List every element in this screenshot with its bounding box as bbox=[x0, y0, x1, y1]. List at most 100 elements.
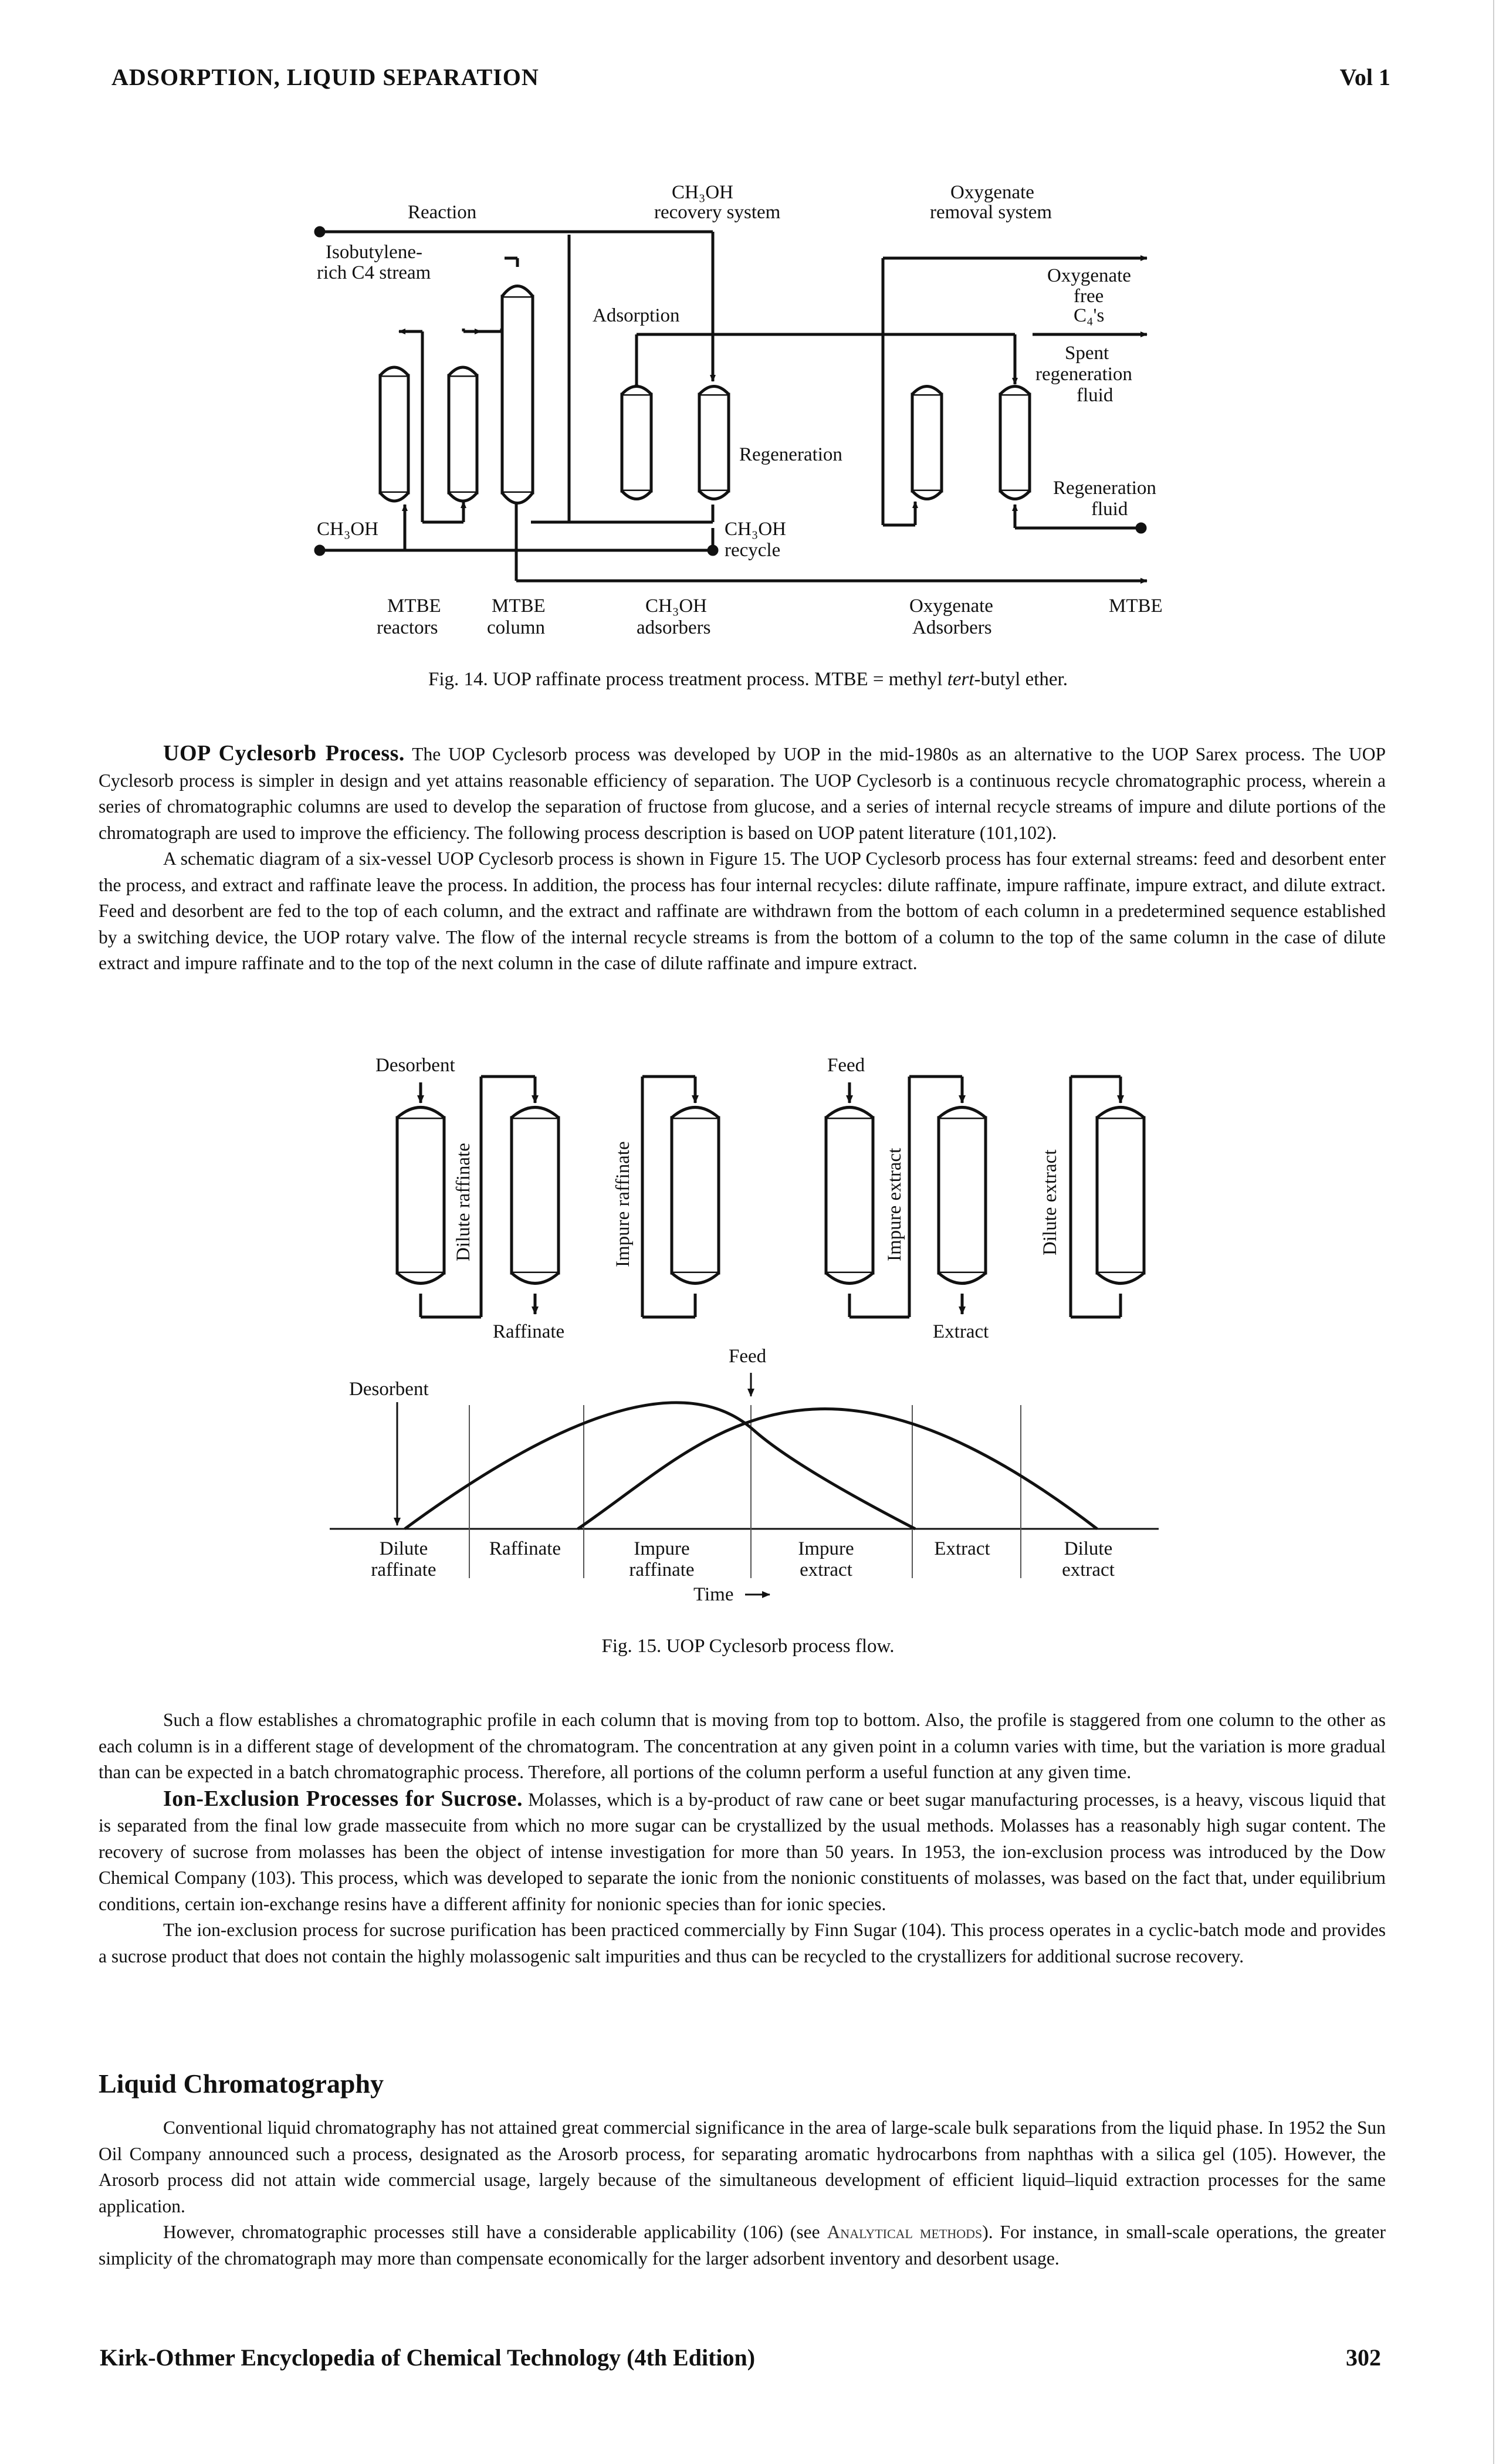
paragraph-cyclesorb-intro: UOP Cyclesorb Process. The UOP Cyclesorb… bbox=[99, 740, 1386, 846]
paragraph-arosorb: Conventional liquid chromatography has n… bbox=[99, 2117, 1386, 2216]
mtbe-reactor-1 bbox=[378, 365, 410, 503]
paragraph-finn-sugar: The ion-exclusion process for sucrose pu… bbox=[99, 1920, 1386, 1967]
paragraph-profile: Such a flow establishes a chromatographi… bbox=[99, 1710, 1386, 1782]
runin-heading-ion-exclusion: Ion-Exclusion Processes for Sucrose. bbox=[163, 1786, 523, 1811]
body-section-cyclesorb: UOP Cyclesorb Process. The UOP Cyclesorb… bbox=[99, 740, 1386, 977]
label-adsorption: Adsorption bbox=[593, 305, 680, 326]
label-ch3oh-feed: CH₃OH bbox=[317, 519, 378, 540]
label-feed-profile: Feed bbox=[729, 1346, 767, 1367]
label-reaction: Reaction bbox=[408, 202, 476, 223]
label-oxygenate-free: Oxygenate bbox=[1047, 265, 1131, 286]
label-adsorbers: adsorbers bbox=[637, 617, 710, 638]
label-regeneration-fluid-2: fluid bbox=[1091, 499, 1128, 520]
label-oxy-adsorbers: Adsorbers bbox=[912, 617, 992, 638]
label-mtbe-column: MTBE bbox=[492, 595, 546, 617]
svg-text:extract: extract bbox=[800, 1559, 852, 1580]
label-time: Time bbox=[693, 1584, 733, 1605]
label-column: column bbox=[487, 617, 545, 638]
label-desorbent-profile: Desorbent bbox=[349, 1379, 429, 1400]
label-ch3oh-adsorbers: CH₃OH bbox=[645, 595, 707, 617]
label-dilute-extract-vertical: Dilute extract bbox=[1040, 1149, 1061, 1255]
label-desorbent-top: Desorbent bbox=[375, 1055, 455, 1076]
label-extract: Extract bbox=[933, 1321, 989, 1342]
label-ch3oh-recovery: CH₃OH bbox=[672, 182, 733, 203]
body-section-profile: Such a flow establishes a chromatographi… bbox=[99, 1707, 1386, 1969]
applicability-text-start: However, chromatographic processes still… bbox=[163, 2222, 827, 2242]
label-raffinate: Raffinate bbox=[493, 1321, 564, 1342]
paragraph-cyclesorb-text: The UOP Cyclesorb process was developed … bbox=[99, 744, 1386, 843]
label-regeneration: Regeneration bbox=[739, 444, 842, 465]
label-rich-c4-stream: rich C4 stream bbox=[317, 262, 431, 283]
applicability-text-end: ). For instance, in small-scale operatio… bbox=[99, 2222, 1386, 2269]
figure-15-diagram: Desorbent Feed Raffinate Extract Dilute … bbox=[330, 1055, 1159, 1605]
oxygenate-adsorber-1 bbox=[911, 385, 943, 500]
svg-text:Dilute: Dilute bbox=[380, 1538, 428, 1559]
label-spent-fluid: fluid bbox=[1077, 385, 1113, 406]
body-section-liquid-chromatography: Conventional liquid chromatography has n… bbox=[99, 2115, 1386, 2272]
caption-14-italic: tert bbox=[947, 669, 974, 690]
label-spent-regeneration: regeneration bbox=[1035, 364, 1132, 385]
label-impure-raffinate-vertical: Impure raffinate bbox=[612, 1141, 634, 1267]
header-title: ADSORPTION, LIQUID SEPARATION bbox=[111, 64, 539, 90]
label-ch3oh-recycle: CH₃OH bbox=[725, 519, 786, 540]
label-feed-top: Feed bbox=[827, 1055, 865, 1076]
label-free: free bbox=[1074, 286, 1104, 307]
label-oxygenate-adsorbers: Oxygenate bbox=[909, 595, 993, 617]
page-edge-rule bbox=[1493, 0, 1494, 2464]
header-volume: Vol 1 bbox=[1339, 64, 1390, 90]
svg-text:Impure: Impure bbox=[634, 1538, 689, 1559]
section-heading-liquid-chromatography: Liquid Chromatography bbox=[99, 2069, 384, 2099]
profile-curve-extract bbox=[577, 1407, 1098, 1531]
label-reactors: reactors bbox=[377, 617, 438, 638]
label-spent: Spent bbox=[1065, 343, 1109, 364]
svg-text:Impure: Impure bbox=[798, 1538, 854, 1559]
label-mtbe-reactors: MTBE bbox=[387, 595, 441, 617]
label-removal-system: removal system bbox=[930, 202, 1052, 223]
mtbe-column-vessel bbox=[500, 285, 534, 505]
label-c4s: C₄'s bbox=[1074, 305, 1104, 326]
figure-14-diagram: Reaction CH₃OH recovery system Oxygenate… bbox=[314, 182, 1163, 638]
label-impure-extract-vertical: Impure extract bbox=[884, 1148, 905, 1261]
paragraph-cyclesorb-schematic: A schematic diagram of a six-vessel UOP … bbox=[99, 848, 1386, 973]
paragraph-applicability: However, chromatographic processes still… bbox=[99, 2219, 1386, 2272]
cyclesorb-column-2 bbox=[510, 1106, 560, 1285]
svg-text:raffinate: raffinate bbox=[629, 1559, 694, 1580]
label-dilute-raffinate-vertical: Dilute raffinate bbox=[453, 1143, 474, 1261]
svg-text:Extract: Extract bbox=[934, 1538, 990, 1559]
cyclesorb-column-6 bbox=[1095, 1106, 1146, 1285]
cyclesorb-column-4 bbox=[824, 1106, 875, 1285]
paragraph-ion-exclusion-text: Molasses, which is a by-product of raw c… bbox=[99, 1789, 1386, 1914]
cyclesorb-column-5 bbox=[937, 1106, 987, 1285]
label-regeneration-fluid: Regeneration bbox=[1053, 478, 1156, 499]
cross-reference-analytical-methods[interactable]: Analytical methods bbox=[827, 2222, 983, 2242]
svg-text:raffinate: raffinate bbox=[371, 1559, 436, 1580]
label-mtbe-product: MTBE bbox=[1109, 595, 1163, 617]
zone-label-2: Raffinate bbox=[489, 1538, 561, 1559]
figure-15-caption: Fig. 15. UOP Cyclesorb process flow. bbox=[601, 1636, 895, 1657]
oxygenate-adsorber-2 bbox=[999, 385, 1031, 500]
running-header: ADSORPTION, LIQUID SEPARATION Vol 1 bbox=[111, 63, 1390, 99]
label-recycle: recycle bbox=[725, 540, 780, 561]
label-oxygenate-removal: Oxygenate bbox=[950, 182, 1034, 203]
svg-text:Dilute: Dilute bbox=[1064, 1538, 1112, 1559]
ch3oh-adsorber-2 bbox=[698, 385, 730, 500]
caption-14-end: -butyl ether. bbox=[974, 669, 1068, 690]
svg-text:extract: extract bbox=[1062, 1559, 1115, 1580]
runin-heading-cyclesorb: UOP Cyclesorb Process. bbox=[163, 741, 405, 766]
profile-curve-raffinate bbox=[404, 1401, 916, 1531]
footer-publication: Kirk-Othmer Encyclopedia of Chemical Tec… bbox=[100, 2344, 756, 2371]
figure-14-caption: Fig. 14. UOP raffinate process treatment… bbox=[0, 669, 1496, 691]
label-isobutylene: Isobutylene- bbox=[326, 242, 422, 263]
mtbe-reactor-2 bbox=[447, 365, 479, 503]
svg-text:Raffinate: Raffinate bbox=[489, 1538, 561, 1559]
caption-14-text: Fig. 14. UOP raffinate process treatment… bbox=[428, 669, 947, 690]
zone-label-5: Extract bbox=[934, 1538, 990, 1559]
cyclesorb-column-1 bbox=[395, 1106, 446, 1285]
label-ch3oh-recovery-system: recovery system bbox=[654, 202, 781, 223]
paragraph-ion-exclusion: Ion-Exclusion Processes for Sucrose. Mol… bbox=[99, 1786, 1386, 1918]
page-number: 302 bbox=[1346, 2344, 1381, 2371]
